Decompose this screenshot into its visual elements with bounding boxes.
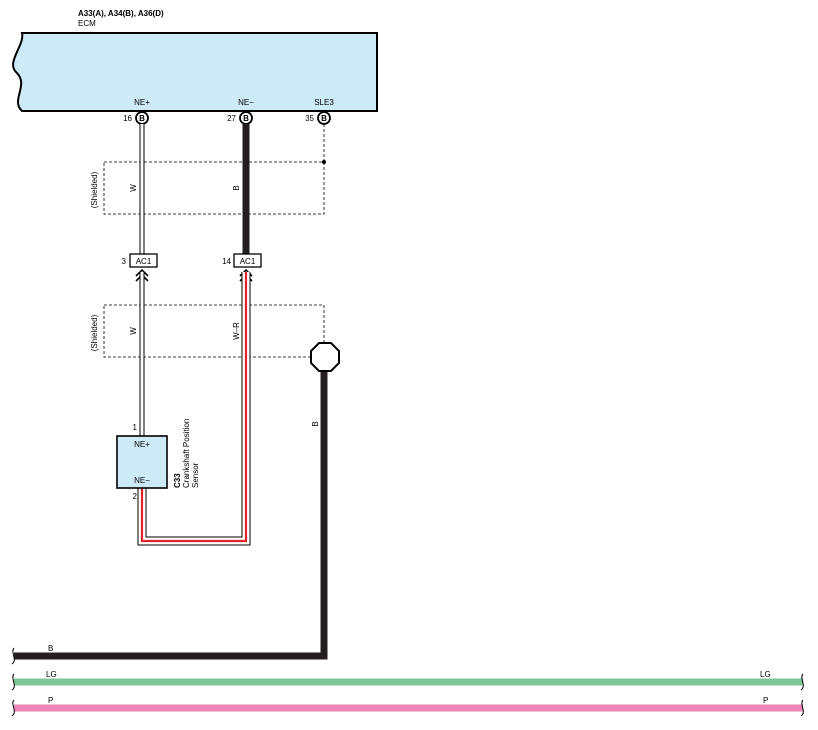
sensor-box bbox=[116, 435, 168, 489]
ecm-terminal-label-sle3: SLE3 bbox=[314, 98, 334, 107]
bus-break-marks-left bbox=[11, 647, 15, 717]
ecm-terminal-27: B bbox=[239, 111, 253, 125]
bus-break-marks-right bbox=[800, 673, 804, 717]
sensor-terminal-ne-plus: NE+ bbox=[134, 440, 150, 449]
upper-shield-box bbox=[103, 161, 325, 215]
ecm-name-label: ECM bbox=[78, 19, 96, 28]
sensor-name-line1: Crankshaft Position bbox=[182, 419, 191, 488]
sensor-terminal-ne-minus: NE− bbox=[134, 476, 150, 485]
terminal-connector-letter: B bbox=[321, 114, 327, 123]
sle3-drain-dot bbox=[322, 160, 326, 164]
wire-ground bbox=[14, 370, 328, 660]
wire-color-upper-ne-plus: W bbox=[129, 184, 138, 192]
wire-color-upper-ne-minus: B bbox=[232, 185, 241, 190]
ecm-pin-number-27: 27 bbox=[227, 114, 236, 123]
upper-shield-label: (Shielded) bbox=[90, 171, 99, 208]
ecm-terminal-35: B bbox=[317, 111, 331, 125]
bus-label-b-left: B bbox=[48, 644, 53, 653]
terminal-connector-letter: B bbox=[139, 114, 145, 123]
ecm-connectors-label: A33(A), A34(B), A36(D) bbox=[78, 9, 164, 18]
junction-pin-3: 3 bbox=[122, 257, 127, 266]
junction-pin-14: 14 bbox=[222, 257, 231, 266]
ecm-terminal-16: B bbox=[135, 111, 149, 125]
bus-label-lg-right: LG bbox=[760, 670, 771, 679]
ecm-pin-number-35: 35 bbox=[305, 114, 314, 123]
bus-label-p-right: P bbox=[763, 696, 768, 705]
terminal-connector-letter: B bbox=[243, 114, 249, 123]
ecm-terminal-label-ne-minus: NE− bbox=[238, 98, 254, 107]
lower-shield-label: (Shielded) bbox=[90, 314, 99, 351]
shield-junction-octagon bbox=[310, 342, 340, 372]
wire-color-ground: B bbox=[311, 421, 320, 426]
junction-connector-label: AC1 bbox=[240, 257, 256, 266]
bus-label-p-left: P bbox=[48, 696, 53, 705]
ecm-pin-number-16: 16 bbox=[123, 114, 132, 123]
sensor-code: C33 bbox=[173, 473, 182, 488]
wire-color-lower-ne-minus: W–R bbox=[232, 322, 241, 340]
sensor-name-line2: Sensor bbox=[191, 462, 200, 488]
bus-label-lg-left: LG bbox=[46, 670, 57, 679]
wire-color-lower-ne-plus: W bbox=[129, 327, 138, 335]
ecm-terminal-label-ne-plus: NE+ bbox=[134, 98, 150, 107]
lower-shield-box bbox=[103, 304, 325, 358]
junction-connector-label: AC1 bbox=[136, 257, 152, 266]
sensor-pin-1: 1 bbox=[133, 423, 138, 432]
wire-lower-ne-minus bbox=[137, 272, 251, 546]
sensor-pin-2: 2 bbox=[133, 492, 138, 501]
ecm-box bbox=[12, 32, 378, 112]
junction-connector-ac1-b: AC1 bbox=[233, 253, 262, 268]
junction-connector-ac1-a: AC1 bbox=[129, 253, 158, 268]
